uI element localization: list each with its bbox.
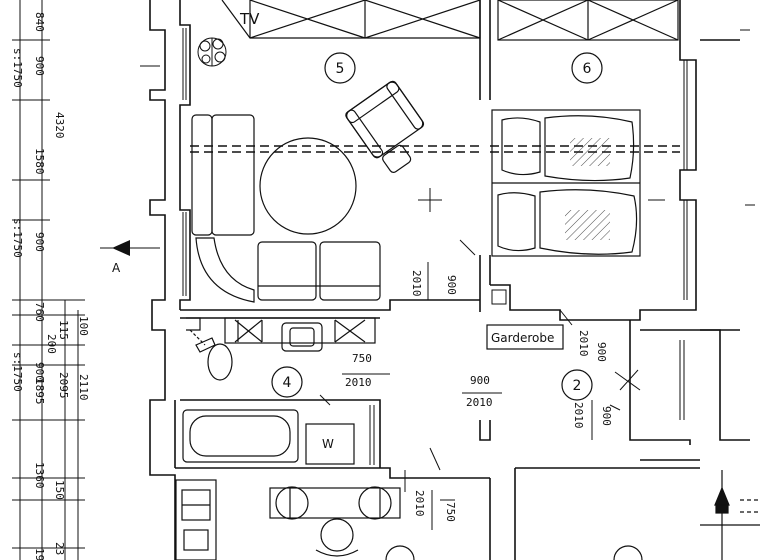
dim-760: 760 <box>33 302 46 322</box>
room-2-label: 2 <box>573 378 582 394</box>
garderobe-label: Garderobe <box>491 331 554 345</box>
dim-2110: 2110 <box>77 374 90 401</box>
dim-150: 150 <box>53 480 66 500</box>
dim-2010-b: 2010 <box>413 490 426 517</box>
bathroom-cabinets <box>224 317 376 352</box>
dim-2010-hall: 2010 <box>466 396 493 409</box>
dim-23: 23 <box>53 542 66 555</box>
round-table <box>259 137 357 235</box>
dim-2010-v1: 2010 <box>410 270 423 297</box>
dim-19: 19 <box>33 548 46 560</box>
plant-icon <box>197 37 227 67</box>
toilet <box>186 317 233 381</box>
dim-900-v1: 900 <box>445 275 458 295</box>
room-4-label: 4 <box>283 375 292 391</box>
room-5-label: 5 <box>336 61 345 77</box>
dim-1360: 1360 <box>33 462 46 489</box>
dim-750-a: 750 <box>352 352 372 365</box>
dim-900-mid: 900 <box>33 232 46 252</box>
room-4-circle: 4 <box>271 366 303 398</box>
tv-label: TV <box>239 10 260 28</box>
room-2-circle: 2 <box>561 369 593 401</box>
kitchen-counter <box>175 479 217 560</box>
washer-label: W <box>322 437 334 451</box>
dim-115: 115 <box>57 320 70 340</box>
left-dimension-lines <box>12 0 85 560</box>
washing-machine: W <box>305 423 355 465</box>
door-dimensions: 750 2010 900 2010 900 2010 900 2010 900 … <box>342 262 613 530</box>
room-5-circle: 5 <box>324 52 356 84</box>
dim-100: 100 <box>77 316 90 336</box>
left-windows <box>182 28 187 296</box>
dim-2010-v3: 2010 <box>572 402 585 429</box>
right-windows <box>679 60 688 420</box>
exit-marker <box>700 470 760 560</box>
dim-900-v2: 900 <box>595 342 608 362</box>
room-6-label: 6 <box>583 61 592 77</box>
dining-table <box>269 486 643 560</box>
dim-s1750-low: s:1750 <box>11 352 24 392</box>
dim-840: 840 <box>33 12 46 32</box>
garderobe: Garderobe <box>486 289 564 350</box>
dim-2010-a: 2010 <box>345 376 372 389</box>
dim-2010-v2: 2010 <box>577 330 590 357</box>
outer-walls <box>149 0 191 560</box>
sofa <box>191 114 381 303</box>
section-marker: A <box>100 240 160 275</box>
interior-walls <box>175 0 750 560</box>
room-6-circle: 6 <box>571 52 603 84</box>
dim-900-low: 900 <box>33 362 46 382</box>
top-cabinets <box>221 0 679 41</box>
left-dimension-labels: 840 900 s:1750 4320 1580 900 s:1750 760 … <box>11 12 90 560</box>
dim-900-v3: 900 <box>600 406 613 426</box>
dim-1895: 1895 <box>33 378 46 405</box>
dim-200: 200 <box>45 334 58 354</box>
dim-s1750-top: s:1750 <box>11 48 24 88</box>
dim-1580: 1580 <box>33 148 46 175</box>
dim-750-b: 750 <box>444 502 457 522</box>
dim-900-top: 900 <box>33 56 46 76</box>
dim-s1750-mid: s:1750 <box>11 218 24 258</box>
double-bed <box>491 109 641 257</box>
bathtub <box>182 409 299 463</box>
dim-900-hall: 900 <box>470 374 490 387</box>
armchair <box>345 80 425 173</box>
dim-4320: 4320 <box>53 112 66 139</box>
crosshair-marks <box>140 29 755 501</box>
dim-2095: 2095 <box>57 372 70 399</box>
section-marker-label: A <box>112 261 121 275</box>
bathroom-door <box>369 405 375 465</box>
